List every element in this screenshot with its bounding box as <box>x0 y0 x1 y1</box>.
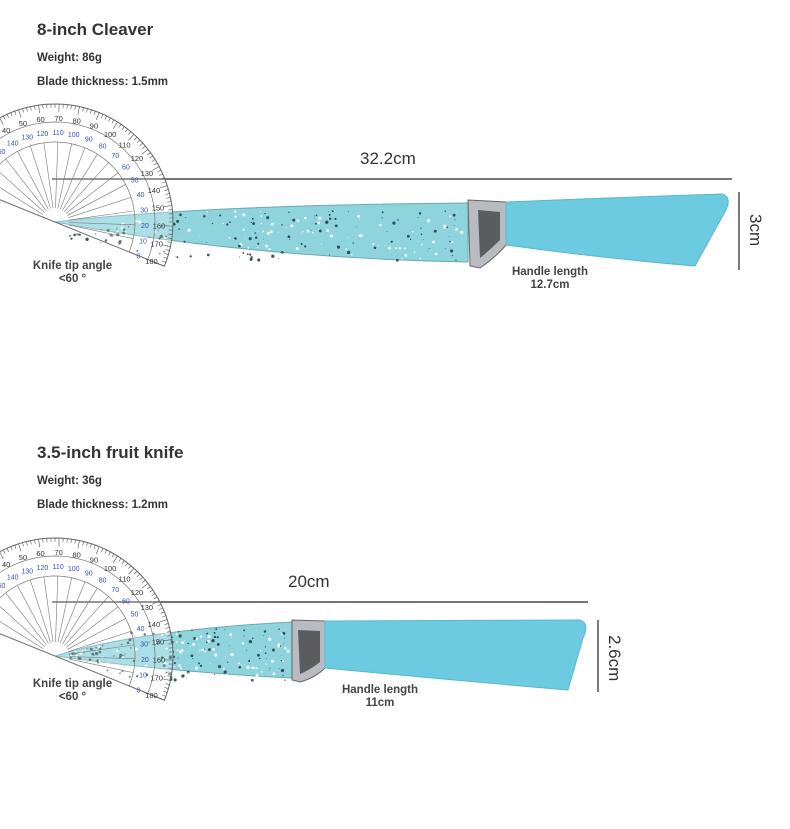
tip-angle-value: <60 ° <box>58 691 87 703</box>
svg-text:10: 10 <box>139 673 147 680</box>
svg-text:180: 180 <box>145 691 158 700</box>
svg-text:160: 160 <box>153 656 166 665</box>
handle-length-label: Handle length <box>511 266 589 278</box>
length-label: 20cm <box>288 572 330 591</box>
svg-text:150: 150 <box>0 583 6 590</box>
svg-text:80: 80 <box>99 578 107 585</box>
svg-text:170: 170 <box>150 240 163 249</box>
svg-text:150: 150 <box>0 149 6 156</box>
tip-angle-label: Knife tip angle <box>32 260 113 272</box>
svg-text:140: 140 <box>7 575 19 582</box>
knife-title: 8-inch Cleaver <box>37 20 154 39</box>
handle-length-value: 12.7cm <box>530 279 570 291</box>
svg-text:0: 0 <box>136 254 140 261</box>
svg-text:130: 130 <box>21 568 33 575</box>
knife-title: 3.5-inch fruit knife <box>37 443 184 462</box>
svg-text:180: 180 <box>145 257 158 266</box>
svg-text:100: 100 <box>68 566 80 573</box>
svg-text:70: 70 <box>54 114 62 123</box>
svg-text:120: 120 <box>131 154 144 163</box>
tip-angle-note: Knife tip angle <60 ° <box>20 678 125 704</box>
svg-text:140: 140 <box>7 141 19 148</box>
blade-thickness-label: Blade thickness: 1.5mm <box>37 76 169 88</box>
svg-text:20: 20 <box>141 223 149 230</box>
tip-angle-value: <60 ° <box>58 273 87 285</box>
tip-angle-note: Knife tip angle <60 ° <box>20 260 125 286</box>
svg-text:110: 110 <box>119 141 131 150</box>
svg-text:70: 70 <box>111 153 119 160</box>
svg-text:100: 100 <box>104 564 117 573</box>
svg-text:40: 40 <box>137 192 145 199</box>
svg-text:70: 70 <box>54 548 62 557</box>
svg-text:120: 120 <box>37 131 49 138</box>
handle-length-label: Handle length <box>341 684 419 696</box>
svg-text:150: 150 <box>152 638 165 647</box>
svg-text:150: 150 <box>152 204 165 213</box>
svg-text:60: 60 <box>36 549 44 558</box>
svg-text:30: 30 <box>140 207 148 214</box>
svg-text:70: 70 <box>111 587 119 594</box>
svg-text:90: 90 <box>85 137 93 144</box>
svg-text:50: 50 <box>131 612 139 619</box>
handle-length-note: Handle length 12.7cm <box>500 266 600 292</box>
protractor-icon: 0180101702016030150401405013060120701108… <box>0 103 174 267</box>
svg-text:50: 50 <box>19 119 27 128</box>
svg-text:60: 60 <box>122 165 130 172</box>
tip-angle-label: Knife tip angle <box>32 678 113 690</box>
svg-text:90: 90 <box>90 556 98 565</box>
svg-text:50: 50 <box>19 553 27 562</box>
svg-text:80: 80 <box>72 116 80 125</box>
blade-thickness-label: Blade thickness: 1.2mm <box>37 499 169 511</box>
svg-text:130: 130 <box>21 134 33 141</box>
fruit-handle <box>324 619 587 691</box>
svg-text:50: 50 <box>131 178 139 185</box>
svg-text:90: 90 <box>85 571 93 578</box>
svg-text:40: 40 <box>2 126 10 135</box>
weight-label: Weight: 36g <box>37 475 102 487</box>
cleaver-handle <box>505 193 729 267</box>
svg-text:10: 10 <box>139 239 147 246</box>
fruit-knife-image <box>54 619 587 691</box>
svg-text:140: 140 <box>148 186 161 195</box>
handle-length-value: 11cm <box>365 697 395 709</box>
svg-text:120: 120 <box>131 588 144 597</box>
svg-text:110: 110 <box>53 130 64 137</box>
svg-text:170: 170 <box>150 674 163 683</box>
width-label: 2.6cm <box>605 635 624 682</box>
svg-text:100: 100 <box>68 132 80 139</box>
svg-text:30: 30 <box>140 641 148 648</box>
protractor-icon: 0180101702016030150401405013060120701108… <box>0 537 174 701</box>
svg-text:110: 110 <box>53 564 64 571</box>
svg-text:40: 40 <box>137 626 145 633</box>
handle-length-note: Handle length 11cm <box>330 684 430 710</box>
svg-text:130: 130 <box>141 603 154 612</box>
svg-text:160: 160 <box>153 222 166 231</box>
svg-text:60: 60 <box>36 115 44 124</box>
svg-text:130: 130 <box>141 169 154 178</box>
svg-text:20: 20 <box>141 657 149 664</box>
weight-label: Weight: 86g <box>37 52 102 64</box>
cleaver-knife-image <box>54 193 729 269</box>
svg-text:140: 140 <box>148 620 161 629</box>
svg-text:60: 60 <box>122 599 130 606</box>
svg-text:80: 80 <box>72 550 80 559</box>
svg-text:0: 0 <box>136 688 140 695</box>
length-label: 32.2cm <box>360 149 416 168</box>
svg-text:40: 40 <box>2 560 10 569</box>
svg-text:100: 100 <box>104 130 117 139</box>
svg-text:80: 80 <box>99 144 107 151</box>
width-label: 3cm <box>746 214 765 247</box>
svg-text:120: 120 <box>37 565 49 572</box>
svg-text:90: 90 <box>90 122 98 131</box>
svg-text:110: 110 <box>119 575 131 584</box>
